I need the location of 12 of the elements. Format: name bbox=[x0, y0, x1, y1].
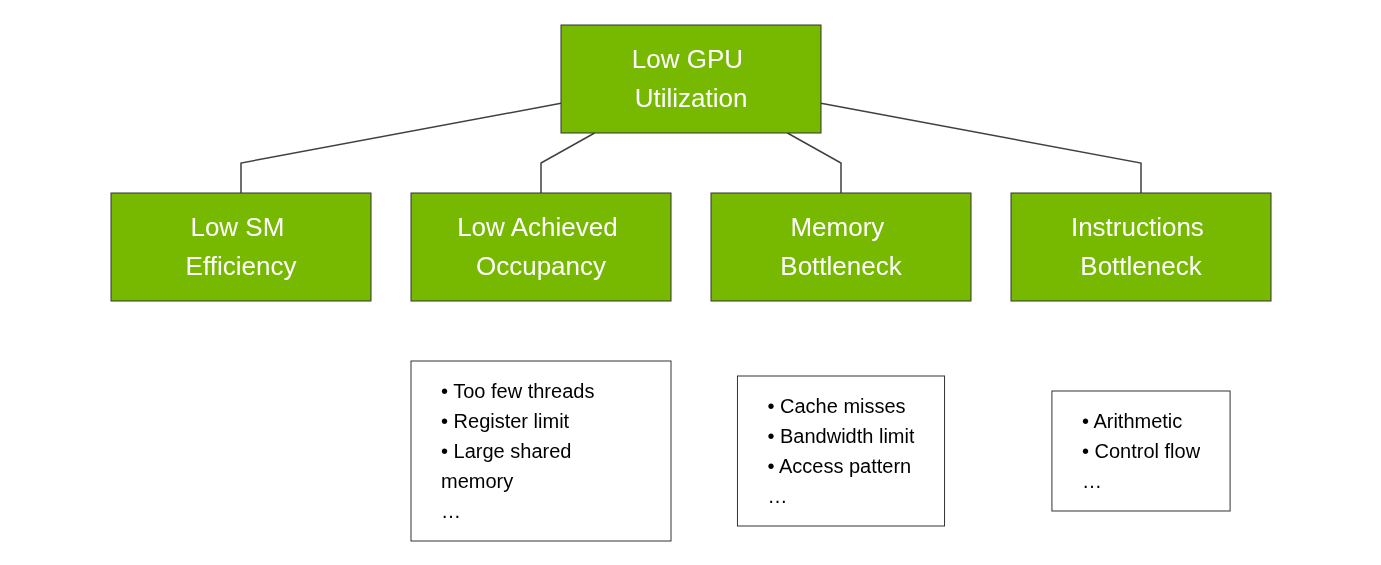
node-box: Memory Bottleneck bbox=[710, 192, 971, 301]
node-box: Low Achieved Occupancy bbox=[410, 192, 671, 301]
connector bbox=[819, 102, 1142, 194]
node-box: Low GPU Utilization bbox=[560, 24, 821, 133]
connector bbox=[786, 131, 842, 194]
node-box: Instructions Bottleneck bbox=[1010, 192, 1271, 301]
node-box: Low SM Efficiency bbox=[110, 192, 371, 301]
connector bbox=[539, 131, 595, 194]
connector bbox=[239, 102, 562, 194]
node-box: • Arithmetic • Control flow … bbox=[1050, 390, 1231, 511]
node-box: • Cache misses • Bandwidth limit • Access pattern … bbox=[736, 375, 945, 526]
node-box: • Too few threads • Register limit • Large shared memory … bbox=[410, 360, 671, 541]
